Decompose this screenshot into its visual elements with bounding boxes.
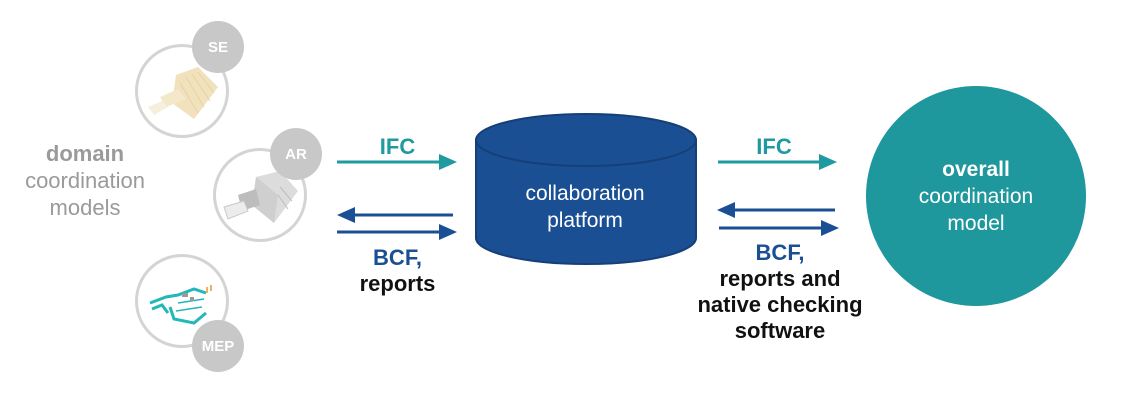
overall-coordination-model-circle[interactable]: overall coordination model — [866, 86, 1086, 306]
right-ifc-label: IFC — [756, 134, 792, 159]
platform-line1: collaboration — [525, 182, 645, 205]
left-bcf-line1: BCF, — [373, 245, 422, 270]
ar-badge: AR — [270, 128, 322, 180]
domain-label-line3: models — [49, 195, 121, 220]
left-bcf-return-arrow — [337, 207, 453, 223]
right-bcf-forward-arrow — [719, 220, 839, 236]
mep-model-icon — [149, 285, 212, 325]
domain-label-line1: domain — [45, 141, 125, 166]
left-bcf-forward-arrow — [337, 224, 457, 240]
left-bcf-label: BCF, reports — [340, 245, 455, 297]
domain-label-line2: coordination — [25, 168, 145, 193]
right-arrows — [717, 154, 839, 236]
right-bcf-label: BCF, reports and native checking softwar… — [680, 240, 880, 344]
platform-line2: platform — [547, 209, 623, 232]
right-bcf-line4: software — [734, 318, 826, 343]
right-bcf-line2: reports and — [719, 266, 841, 291]
left-bcf-line2: reports — [359, 271, 436, 296]
right-ifc-arrow — [718, 154, 837, 170]
overall-line2: coordination — [918, 184, 1034, 208]
architectural-model-icon — [223, 171, 298, 223]
mep-badge-label: MEP — [201, 337, 235, 355]
collaboration-platform-cylinder[interactable] — [470, 110, 702, 270]
mep-badge: MEP — [192, 320, 244, 372]
overall-line3: model — [947, 211, 1005, 235]
se-badge-label: SE — [207, 38, 228, 56]
right-bcf-return-arrow — [717, 202, 835, 218]
right-bcf-line1: BCF, — [755, 240, 805, 265]
se-badge: SE — [192, 21, 244, 73]
overall-line1: overall — [942, 157, 1010, 181]
structural-model-icon — [148, 67, 218, 119]
domain-models-label: domain coordination models — [10, 140, 160, 221]
right-bcf-line3: native checking — [697, 292, 863, 317]
left-ifc-arrow — [337, 154, 457, 170]
left-ifc-label: IFC — [379, 134, 416, 159]
platform-label: collaboration platform — [460, 180, 710, 234]
left-arrows — [337, 154, 457, 240]
ar-badge-label: AR — [285, 145, 307, 163]
